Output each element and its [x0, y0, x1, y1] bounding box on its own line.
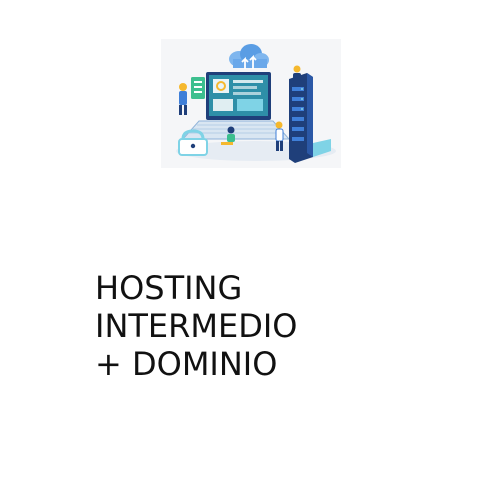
monitor-icon	[206, 72, 271, 120]
person-right-icon	[275, 121, 284, 151]
product-title-line: HOSTING	[95, 269, 243, 307]
server-tower-icon	[289, 73, 331, 163]
product-title-line: INTERMEDIO	[95, 307, 298, 345]
cloud-upload-icon	[229, 44, 269, 69]
person-left-icon	[179, 83, 187, 115]
padlock-icon	[178, 129, 208, 156]
person-sitting-icon	[221, 126, 235, 145]
clipboard-icon	[191, 77, 205, 99]
product-title: HOSTING INTERMEDIO + DOMINIO	[95, 269, 475, 383]
person-on-server-icon	[293, 65, 307, 81]
hosting-server-illustration-icon	[161, 39, 341, 168]
product-title-line: + DOMINIO	[95, 345, 278, 383]
